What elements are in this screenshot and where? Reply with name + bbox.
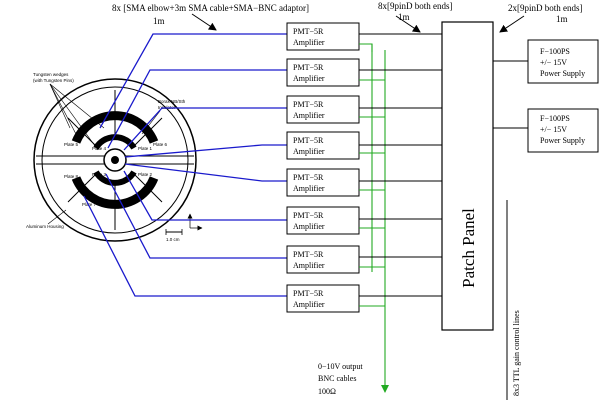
sma-cable [105,173,287,259]
power-supply-voltage: +/− 15V [540,125,567,134]
amplifier-model: PMT−5R [293,289,324,298]
panel-wires [359,33,528,400]
housing-label: Aluminum Housing [26,224,64,229]
pin-cable-label: 8x[9pinD both ends] [378,1,453,11]
sma-cable [83,195,287,297]
plate-divider [133,173,163,203]
power-supply-model: F−100PS [540,47,570,56]
power-supply-label: Power Supply [540,136,585,145]
detector-assembly: Plate 5 Plate 4 Plate 1 Plate 6 Plate 8 … [26,72,203,242]
amplifier-box [286,206,360,235]
pin-label-arrow [395,15,421,33]
amplifier-label: Amplifier [293,184,325,193]
plate-divider [67,173,97,203]
sma-cable [124,144,287,158]
amplifier-box [286,58,360,87]
pin-length-label: 1m [398,12,410,22]
callout-line [141,110,161,135]
amplifier-label: Amplifier [293,222,325,231]
amplifier-label: Amplifier [293,74,325,83]
callout-line [49,83,105,129]
amplifier-box [286,284,360,313]
plate-label: Plate 1 [138,146,153,151]
amplifier-model: PMT−5R [293,136,324,145]
amplifier-label: Amplifier [293,300,325,309]
output-note: BNC cables [318,374,356,383]
callout-line [49,83,99,151]
amplifier-model: PMT−5R [293,173,324,182]
sma-label-arrow [191,13,217,31]
amplifier-model: PMT−5R [293,63,324,72]
plate-label: Plate 7 [82,202,97,207]
output-note: 0−10V output [318,362,363,371]
power-supply-voltage: +/− 15V [540,58,567,67]
amplifier-model: PMT−5R [293,250,324,259]
ttl-label: 8x3 TTL gain control lines [512,310,521,396]
plate-divider [133,117,163,147]
plate-label: Plate 8 [64,174,79,179]
amplifier-model: PMT−5R [293,100,324,109]
ps-length-label: 1m [556,14,568,24]
plate-label: Plate 2 [138,172,153,177]
ps-cable-label: 2x[9pinD both ends] [508,3,583,13]
power-supply-box [527,108,599,153]
output-cable [359,43,373,52]
sma-cables [83,33,287,297]
amplifier-box [286,22,360,51]
callout-line [49,83,79,139]
borax-label: Borax NB/Sth [158,99,186,104]
plate-label: Plate 5 [64,142,79,147]
amplifier-model: PMT−5R [293,27,324,36]
output-cables [359,43,389,393]
housing-inner-ring [41,86,189,234]
patch-panel-label: Patch Panel [459,208,478,288]
amplifier-model: PMT−5R [293,211,324,220]
power-supply-box [527,39,599,84]
amplifier-label: Amplifier [293,111,325,120]
amplifier-box [286,95,360,124]
sma-cable [124,163,287,182]
amplifier-box [286,131,360,160]
scale-label: 1.0 cm [166,237,180,242]
power-supply-label: Power Supply [540,69,585,78]
output-note: 100Ω [318,387,336,396]
sma-cable [107,69,287,149]
amplifier-label: Amplifier [293,38,325,47]
power-supply-model: F−100PS [540,114,570,123]
amplifier-label: Amplifier [293,261,325,270]
sma-cable [123,107,287,151]
plate-label: Plate 3 [92,172,107,177]
amplifier-box [286,245,360,274]
plate-label: Plate 4 [92,146,107,151]
tungsten-wedges-label: Tungsten wedges [33,72,69,77]
callout-line [49,83,71,129]
sma-length-label: 1m [153,16,165,26]
amplifier-column: PMT−5R Amplifier PMT−5R Amplifier PMT−5R… [286,22,360,313]
plate-label: Plate 6 [153,142,168,147]
callout-line [47,209,67,225]
ps-label-arrow [499,15,525,33]
patch-panel [441,21,494,331]
sma-cable-label: 8x [SMA elbow+3m SMA cable+SMA−BNC adapt… [112,3,309,13]
sma-cable [99,33,287,129]
sma-cable [123,170,287,221]
amplifier-box [286,168,360,197]
center-hole [111,156,119,164]
amplifier-label: Amplifier [293,147,325,156]
tungsten-wedges-sublabel: (with Tungsten Pins) [33,78,74,83]
